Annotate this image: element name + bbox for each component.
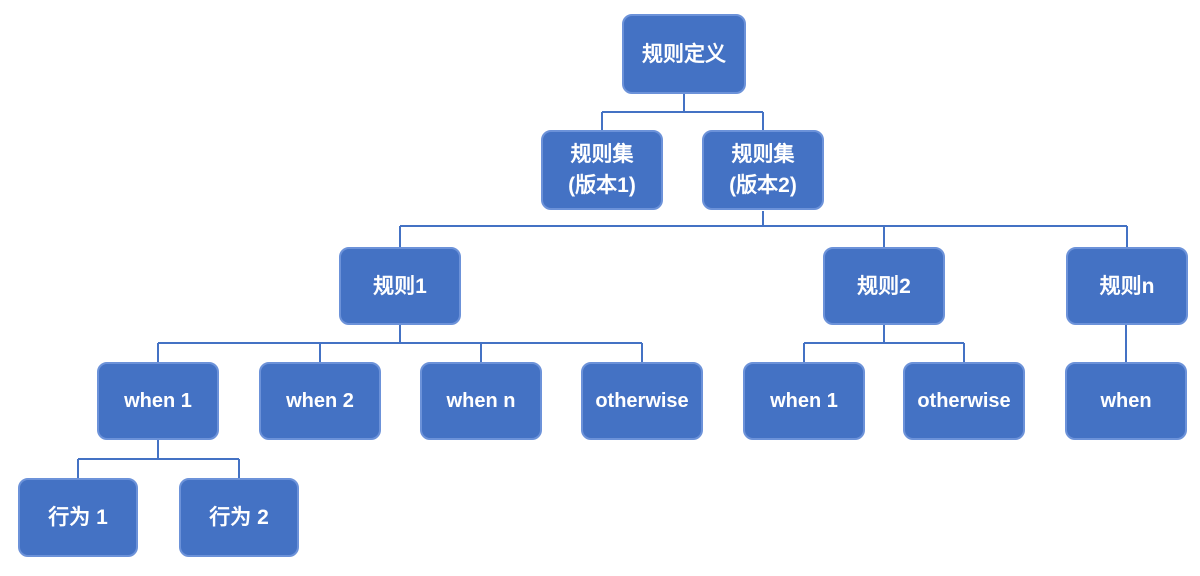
node-label-line2: (版本2)	[729, 174, 797, 197]
node-label: otherwise	[917, 389, 1011, 412]
node-rule1-when2[interactable]: when 2	[259, 362, 381, 440]
node-label-line1: 规则集	[570, 143, 634, 166]
node-rule2-otherwise[interactable]: otherwise	[903, 362, 1025, 440]
connector-root-to-rulesets	[601, 94, 764, 130]
node-label-line1: 规则集	[731, 143, 795, 166]
node-rule1-when-n[interactable]: when n	[420, 362, 542, 440]
node-action2[interactable]: 行为 2	[179, 478, 299, 557]
node-label: when 1	[770, 389, 838, 412]
node-label: 规则定义	[642, 42, 726, 66]
node-label: 规则n	[1099, 274, 1155, 298]
connector-rulesetv2-to-rules	[399, 211, 1128, 247]
node-label: when 2	[286, 389, 354, 412]
connector-rule1-to-whens	[157, 325, 643, 362]
node-label: otherwise	[595, 389, 689, 412]
node-rule1-otherwise[interactable]: otherwise	[581, 362, 703, 440]
node-label: 行为 1	[48, 506, 108, 529]
node-ruleset-version1[interactable]: 规则集 (版本1)	[541, 130, 663, 210]
node-label-line2: (版本1)	[568, 174, 636, 197]
connector-when1-to-actions	[77, 440, 240, 478]
node-rule-n-when[interactable]: when	[1065, 362, 1187, 440]
node-label: when 1	[124, 389, 192, 412]
node-ruleset-version2[interactable]: 规则集 (版本2)	[702, 130, 824, 210]
node-rule-definition[interactable]: 规则定义	[622, 14, 746, 94]
node-label: when	[1100, 389, 1152, 412]
node-label: 行为 2	[209, 506, 269, 529]
node-label: 规则1	[373, 274, 427, 298]
node-rule-n[interactable]: 规则n	[1066, 247, 1188, 325]
node-rule1[interactable]: 规则1	[339, 247, 461, 325]
node-action1[interactable]: 行为 1	[18, 478, 138, 557]
node-rule2[interactable]: 规则2	[823, 247, 945, 325]
node-label: 规则2	[857, 274, 911, 298]
connector-rule2-to-whens	[803, 325, 965, 362]
node-label: when n	[446, 389, 516, 412]
node-rule1-when1[interactable]: when 1	[97, 362, 219, 440]
node-rule2-when1[interactable]: when 1	[743, 362, 865, 440]
